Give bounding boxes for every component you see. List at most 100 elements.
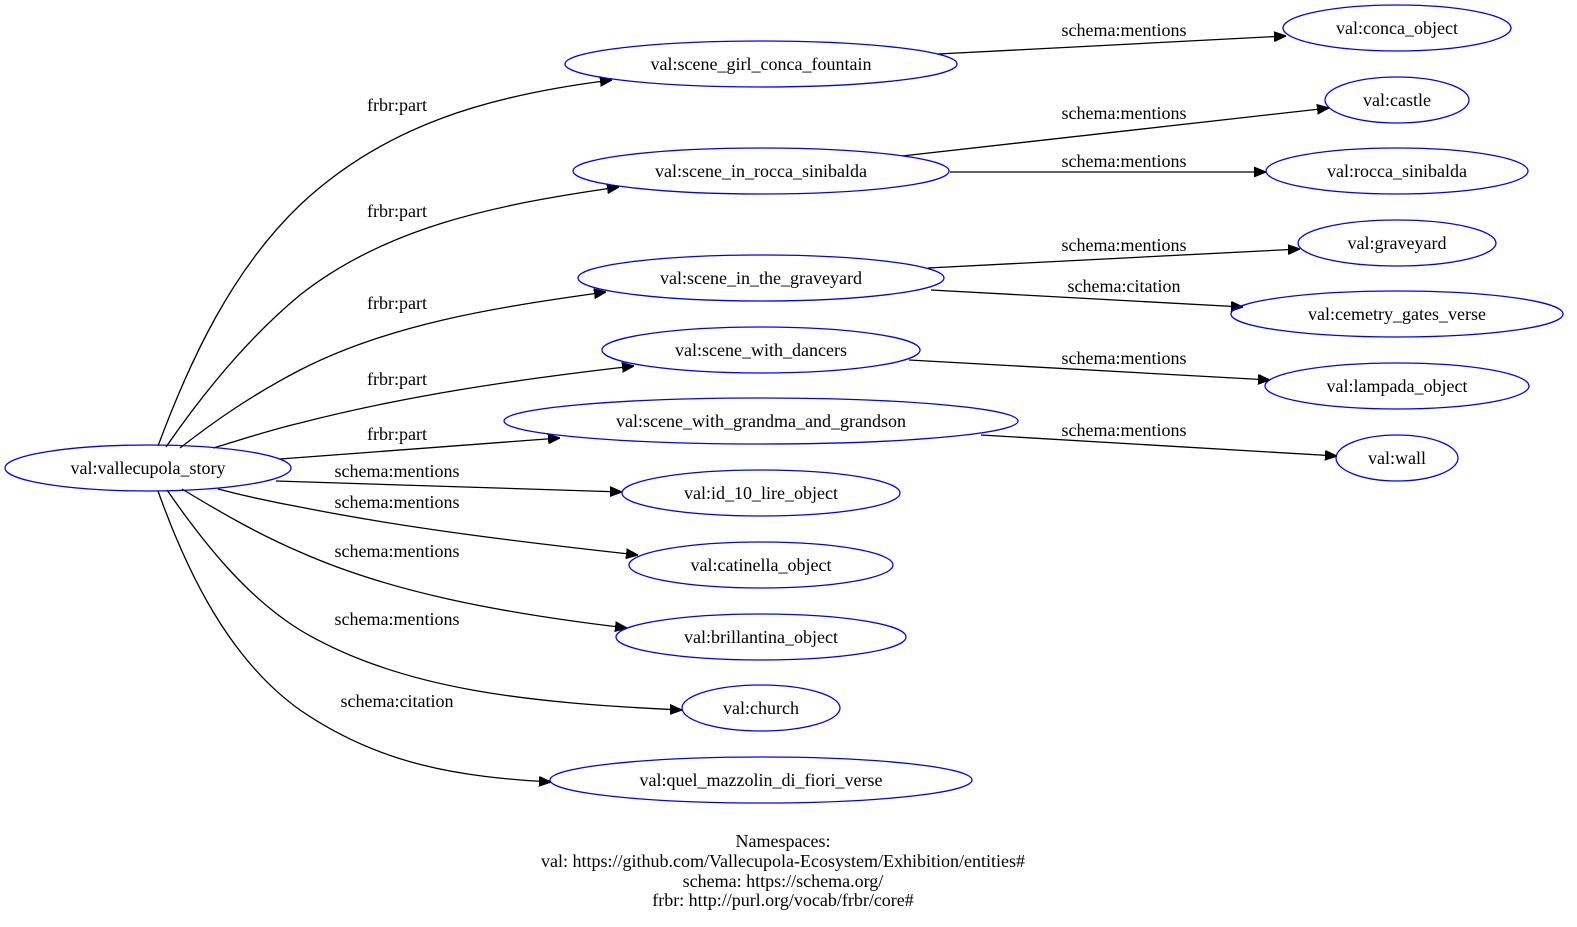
node-ellipse bbox=[628, 541, 894, 589]
node-label: val:cemetry_gates_verse bbox=[1308, 304, 1486, 324]
edge-label: schema:mentions bbox=[1062, 420, 1187, 440]
edge-label: schema:mentions bbox=[1062, 151, 1187, 171]
node-wall: val:wall bbox=[1335, 434, 1459, 482]
node-ellipse bbox=[577, 254, 945, 302]
edge-line bbox=[212, 366, 634, 449]
edge-label: schema:citation bbox=[341, 691, 454, 711]
node-scene-in-the-graveyard: val:scene_in_the_graveyard bbox=[577, 254, 945, 302]
node-label: val:conca_object bbox=[1336, 18, 1458, 38]
edge-graveyard_scene-to-graveyard: schema:mentions bbox=[927, 235, 1300, 269]
edge-label: schema:mentions bbox=[1062, 235, 1187, 255]
nodes-layer: val:vallecupola_story val:scene_girl_conc… bbox=[4, 4, 1564, 804]
edge-line bbox=[181, 488, 627, 628]
node-ellipse bbox=[503, 397, 1019, 445]
edge-line bbox=[157, 80, 612, 447]
node-ellipse bbox=[681, 684, 841, 732]
edge-label: schema:mentions bbox=[335, 492, 460, 512]
node-scene-in-rocca-sinibalda: val:scene_in_rocca_sinibalda bbox=[572, 147, 950, 195]
node-scene-girl-conca-fountain: val:scene_girl_conca_fountain bbox=[564, 40, 958, 88]
edge-line bbox=[166, 489, 682, 710]
edge-story-to-lire: schema:mentions bbox=[275, 461, 622, 492]
edge-label: schema:mentions bbox=[335, 541, 460, 561]
edge-label: schema:citation bbox=[1068, 276, 1181, 296]
edges-layer: frbr:partfrbr:partfrbr:partfrbr:partfrbr… bbox=[157, 20, 1337, 782]
node-ellipse bbox=[549, 756, 973, 804]
edge-story-to-mazzolin: schema:citation bbox=[157, 490, 551, 782]
edge-label: frbr:part bbox=[367, 95, 427, 115]
caption-title: Namespaces: bbox=[736, 831, 831, 851]
node-label: val:rocca_sinibalda bbox=[1327, 161, 1467, 181]
node-ellipse bbox=[1264, 362, 1530, 410]
edge-dancers-to-lampada: schema:mentions bbox=[908, 348, 1270, 380]
edge-label: schema:mentions bbox=[335, 461, 460, 481]
edge-line bbox=[279, 438, 560, 460]
caption-line-frbr: frbr: http://purl.org/vocab/frbr/core# bbox=[652, 890, 914, 910]
node-scene-with-grandma-and-grandson: val:scene_with_grandma_and_grandson bbox=[503, 397, 1019, 445]
node-label: val:id_10_lire_object bbox=[684, 483, 838, 503]
edge-line bbox=[927, 249, 1300, 269]
node-brillantina-object: val:brillantina_object bbox=[615, 613, 907, 661]
node-label: val:scene_in_the_graveyard bbox=[660, 268, 862, 288]
edge-line bbox=[930, 289, 1243, 307]
edge-story-to-catinella: schema:mentions bbox=[217, 488, 638, 555]
node-ellipse bbox=[1230, 290, 1564, 338]
node-label: val:quel_mazzolin_di_fiori_verse bbox=[640, 770, 883, 790]
edge-story-to-rocca_scene: frbr:part bbox=[165, 187, 619, 448]
node-catinella-object: val:catinella_object bbox=[628, 541, 894, 589]
edge-label: frbr:part bbox=[367, 293, 427, 313]
edge-line bbox=[157, 490, 551, 782]
node-ellipse bbox=[1335, 434, 1459, 482]
node-label: val:vallecupola_story bbox=[71, 458, 226, 478]
node-conca-object: val:conca_object bbox=[1282, 4, 1512, 52]
node-label: val:catinella_object bbox=[691, 555, 832, 575]
edge-line bbox=[937, 36, 1286, 55]
node-ellipse bbox=[1282, 4, 1512, 52]
node-label: val:brillantina_object bbox=[684, 627, 838, 647]
node-church: val:church bbox=[681, 684, 841, 732]
edge-story-to-dancers: frbr:part bbox=[212, 366, 634, 449]
node-rocca-sinibalda: val:rocca_sinibalda bbox=[1265, 147, 1529, 195]
node-label: val:scene_girl_conca_fountain bbox=[651, 54, 872, 74]
edge-rocca_scene-to-rocca: schema:mentions bbox=[950, 151, 1266, 172]
node-ellipse bbox=[1265, 147, 1529, 195]
node-label: val:graveyard bbox=[1348, 233, 1447, 253]
node-label: val:scene_in_rocca_sinibalda bbox=[655, 161, 867, 181]
node-label: val:castle bbox=[1363, 90, 1431, 110]
edge-graveyard_scene-to-cemetery: schema:citation bbox=[930, 276, 1243, 307]
edge-line bbox=[908, 359, 1270, 380]
node-quel-mazzolin-di-fiori-verse: val:quel_mazzolin_di_fiori_verse bbox=[549, 756, 973, 804]
edge-story-to-church: schema:mentions bbox=[166, 489, 682, 710]
edge-label: schema:mentions bbox=[335, 609, 460, 629]
namespaces-caption: Namespaces: val: https://github.com/Vall… bbox=[541, 831, 1025, 910]
node-label: val:scene_with_dancers bbox=[675, 340, 847, 360]
node-cemetry-gates-verse: val:cemetry_gates_verse bbox=[1230, 290, 1564, 338]
edge-line bbox=[901, 108, 1329, 157]
edge-rocca_scene-to-castle: schema:mentions bbox=[901, 103, 1329, 157]
node-lampada-object: val:lampada_object bbox=[1264, 362, 1530, 410]
node-ellipse bbox=[4, 444, 292, 492]
edge-grandma-to-wall: schema:mentions bbox=[980, 420, 1337, 456]
node-ellipse bbox=[1297, 219, 1497, 267]
edge-story-to-girl: frbr:part bbox=[157, 80, 612, 447]
edge-label: frbr:part bbox=[367, 369, 427, 389]
edge-label: schema:mentions bbox=[1062, 348, 1187, 368]
edge-line bbox=[980, 434, 1337, 456]
edge-line bbox=[217, 488, 638, 555]
node-ellipse bbox=[615, 613, 907, 661]
node-label: val:wall bbox=[1368, 448, 1426, 468]
node-scene-with-dancers: val:scene_with_dancers bbox=[601, 326, 921, 374]
node-id-10-lire-object: val:id_10_lire_object bbox=[621, 469, 901, 517]
node-ellipse bbox=[621, 469, 901, 517]
edge-label: schema:mentions bbox=[1062, 103, 1187, 123]
node-vallecupola-story: val:vallecupola_story bbox=[4, 444, 292, 492]
edge-story-to-grandma: frbr:part bbox=[279, 424, 560, 460]
edge-label: frbr:part bbox=[367, 424, 427, 444]
edge-girl-to-conca: schema:mentions bbox=[937, 20, 1286, 55]
edge-line bbox=[275, 480, 622, 492]
node-ellipse bbox=[601, 326, 921, 374]
edge-line bbox=[165, 187, 619, 448]
node-label: val:lampada_object bbox=[1327, 376, 1468, 396]
caption-line-schema: schema: https://schema.org/ bbox=[683, 871, 884, 891]
node-ellipse bbox=[572, 147, 950, 195]
